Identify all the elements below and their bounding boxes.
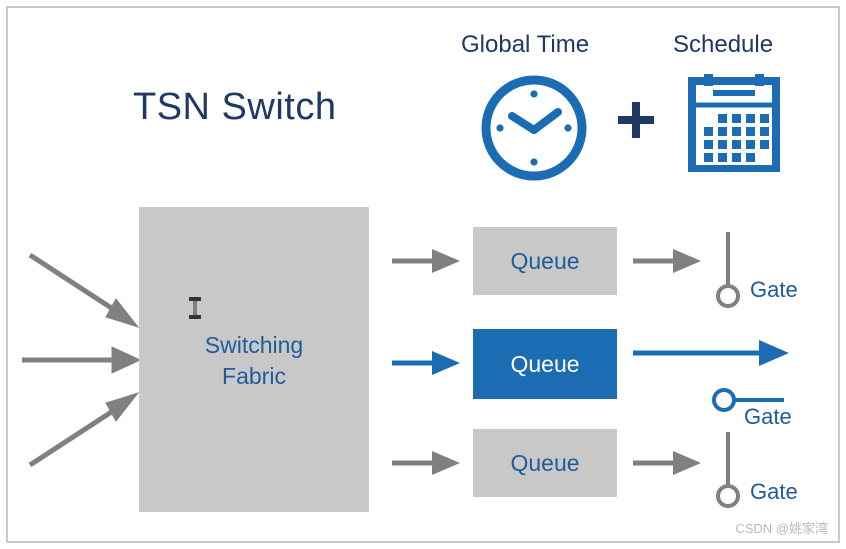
global-time-label: Global Time [461,31,590,58]
gate-label-1: Gate [750,277,798,302]
queue-box-2[interactable]: Queue [473,329,617,399]
schedule-label: Schedule [673,31,774,58]
queue-box-3[interactable]: Queue [473,429,617,497]
queue-in-arrow-3 [392,448,462,478]
queue-label-3: Queue [510,449,580,476]
queue-out-arrow-2 [633,338,791,368]
page-title: TSN Switch [133,86,337,128]
fabric-label-line2: Fabric [222,363,286,389]
switching-fabric-box[interactable] [139,207,369,512]
clock-icon [478,72,590,184]
gate-closed-icon-3[interactable] [712,432,760,508]
queue-in-arrow-1 [392,246,462,276]
queue-label-2: Queue [510,350,580,377]
queue-label-1: Queue [510,247,580,274]
switching-fabric-label: Switching Fabric [139,330,369,392]
gate-closed-icon-1[interactable] [712,232,760,308]
input-arrows-group [20,245,150,475]
queue-in-arrow-2 [392,348,462,378]
input-arrow-top [105,298,140,328]
plus-icon [614,98,658,142]
queue-out-arrow-1 [633,246,703,276]
input-arrow-middle [111,346,142,374]
text-ibeam-cursor [188,297,202,319]
calendar-icon [688,72,780,173]
fabric-label-line1: Switching [204,332,304,358]
gate-open-icon-2[interactable] [712,380,786,420]
queue-out-arrow-3 [633,448,703,478]
input-arrow-bottom [105,392,140,422]
gate-label-2: Gate [744,404,792,429]
gate-label-3: Gate [750,479,798,504]
queue-box-1[interactable]: Queue [473,227,617,295]
watermark: CSDN @姚家湾 [735,521,828,536]
